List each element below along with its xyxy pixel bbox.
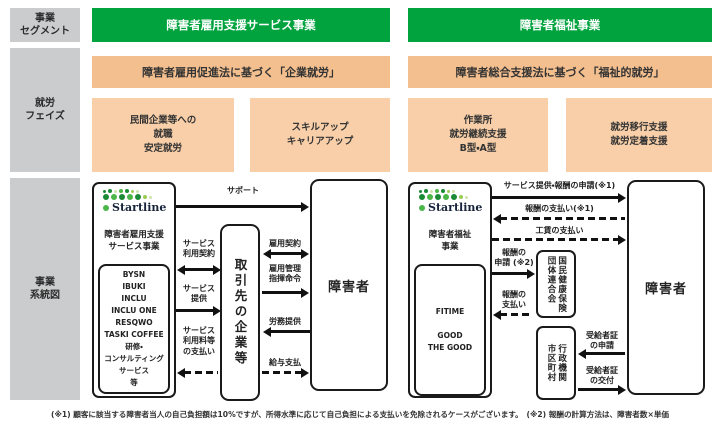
phase-transition-support: 就労移行支援 就労定着支援 — [566, 98, 712, 172]
phase-skill-up: スキルアップ キャリアアップ — [250, 98, 390, 172]
client-companies-box: 取引先の企業等 — [220, 224, 260, 401]
arrow-label-management: 雇用管理 指揮命令 — [269, 264, 301, 284]
arrow-label-service-apply: サービス提供・報酬の申請(※1) — [503, 181, 616, 190]
arrow-label-cert-apply: 受給者証 の申請 — [586, 331, 618, 351]
division-label-welfare: 障害者福祉 事業 — [428, 230, 472, 252]
arrow-service-provide — [176, 309, 214, 312]
startline-welfare-org-box: Startline 障害者福祉 事業 FITIME GOOD THE GOOD — [408, 182, 492, 398]
row-label-phase: 就労 フェイズ — [10, 48, 80, 172]
services-list-employment: BYSN IBUKI INCLU INCLU ONE RESQWO TASKI … — [98, 264, 170, 394]
phase-workshop-support: 作業所 就労継続支援 B型・A型 — [408, 98, 548, 172]
arrow-label-employment-contract: 雇用契約 — [269, 239, 301, 248]
phase-private-employment: 民間企業等への 就職 安定就労 — [92, 98, 234, 172]
arrow-label-service-contract: サービス 利用契約 — [183, 239, 215, 259]
arrow-label-wage-pay: 工賃の支払い — [535, 226, 584, 235]
startline-logo-icon: Startline — [103, 189, 166, 214]
arrow-support — [176, 205, 302, 208]
arrow-salary — [262, 371, 302, 374]
person-box-right: 障害者 — [627, 180, 705, 395]
arrow-label-reward-pay: 報酬の支払い(※1) — [525, 204, 594, 213]
division-label-employment: 障害者雇用支援 サービス事業 — [104, 230, 164, 252]
arrow-reward-pay2 — [500, 313, 530, 316]
arrow-label-service-provide: サービス 提供 — [183, 284, 215, 304]
row-label-segment: 事業 セグメント — [10, 8, 80, 42]
arrow-cert-apply — [585, 352, 625, 355]
arrow-label-support: サポート — [227, 186, 259, 195]
arrow-label-salary: 給与支払 — [269, 358, 301, 367]
law-label-employment-promotion: 障害者雇用促進法に基づく「企業就労」 — [92, 56, 390, 88]
arrow-reward-apply — [492, 272, 528, 275]
arrow-label-labor: 労務提供 — [269, 317, 301, 326]
arrow-label-reward-pay2: 報酬の 支払い — [502, 290, 526, 310]
arrow-label-cert-issue: 受給者証 の交付 — [586, 366, 618, 386]
arrow-cert-issue — [578, 388, 619, 391]
arrow-service-apply — [492, 196, 619, 199]
logo-dot — [103, 204, 109, 211]
row-label-diagram: 事業 系統図 — [10, 178, 80, 400]
startline-logo-icon: Startline — [419, 189, 482, 214]
law-label-comprehensive-support: 障害者総合支援法に基づく「福祉的就労」 — [408, 56, 712, 88]
arrow-label-reward-apply: 報酬の 申請 (※2) — [494, 248, 534, 268]
kokuhoren-label: 国民健康保険 団体連合会 — [546, 255, 567, 313]
client-companies-label: 取引先の企業等 — [232, 258, 248, 367]
arrow-employment-contract — [270, 252, 302, 255]
footnote: (※1) 顧客に該当する障害者当人の自己負担額は10%ですが、所得水準に応じて自… — [50, 410, 670, 419]
arrow-service-fee — [184, 371, 218, 374]
startline-employment-org-box: Startline 障害者雇用支援 サービス事業 BYSN IBUKI INCL… — [92, 182, 176, 398]
arrow-reward-pay — [500, 217, 625, 220]
segment-header-employment-support: 障害者雇用支援サービス事業 — [92, 8, 390, 42]
government-label: 行政機関 市区町村 — [546, 344, 567, 382]
arrow-wage-pay — [492, 238, 619, 241]
startline-logo-text: Startline — [112, 201, 167, 214]
kokuhoren-box: 国民健康保険 団体連合会 — [536, 250, 576, 318]
government-box: 行政機関 市区町村 — [536, 326, 576, 400]
startline-logo-text: Startline — [428, 201, 483, 214]
arrow-management — [262, 291, 302, 294]
services-list-welfare: FITIME GOOD THE GOOD — [414, 264, 486, 396]
logo-dot — [419, 204, 425, 211]
arrow-service-contract — [184, 268, 214, 271]
arrow-labor — [270, 330, 310, 333]
person-box-left: 障害者 — [310, 179, 388, 391]
segment-header-welfare: 障害者福祉事業 — [408, 8, 712, 42]
arrow-label-service-fee: サービス 利用料等 の支払い — [183, 326, 215, 356]
